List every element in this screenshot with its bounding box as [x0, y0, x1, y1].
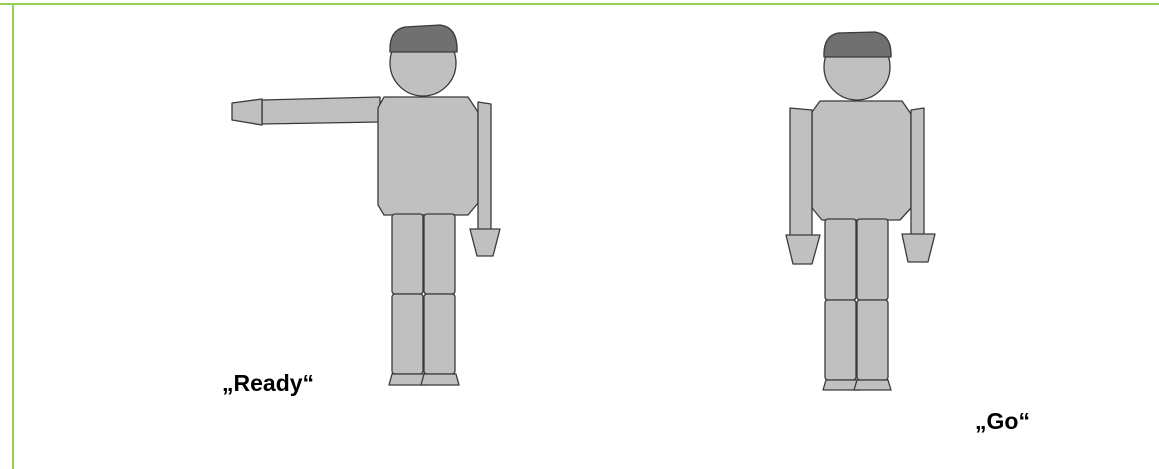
right-arm: [911, 108, 924, 235]
left-arm: [790, 108, 812, 236]
caption-ready: „Ready“: [222, 370, 314, 397]
foot-right: [421, 374, 459, 385]
lower-leg-right: [424, 294, 455, 374]
foot-right: [854, 380, 891, 390]
lower-leg-left: [825, 300, 856, 380]
torso: [378, 97, 478, 215]
lowered-arm: [478, 102, 491, 230]
left-hand: [786, 235, 820, 264]
torso: [812, 101, 911, 220]
upper-leg-right: [424, 214, 455, 294]
upper-leg-right: [857, 219, 888, 300]
caption-go: „Go“: [975, 408, 1030, 435]
cap: [824, 32, 891, 57]
lowered-hand: [470, 229, 500, 256]
figure-go: [786, 32, 935, 390]
cap: [390, 25, 457, 52]
raised-arm: [262, 97, 380, 124]
upper-leg-left: [825, 219, 856, 300]
right-hand: [902, 234, 935, 262]
lower-leg-right: [857, 300, 888, 380]
lower-leg-left: [392, 294, 423, 374]
figure-ready: [232, 25, 500, 385]
raised-hand: [232, 99, 262, 125]
upper-leg-left: [392, 214, 423, 294]
